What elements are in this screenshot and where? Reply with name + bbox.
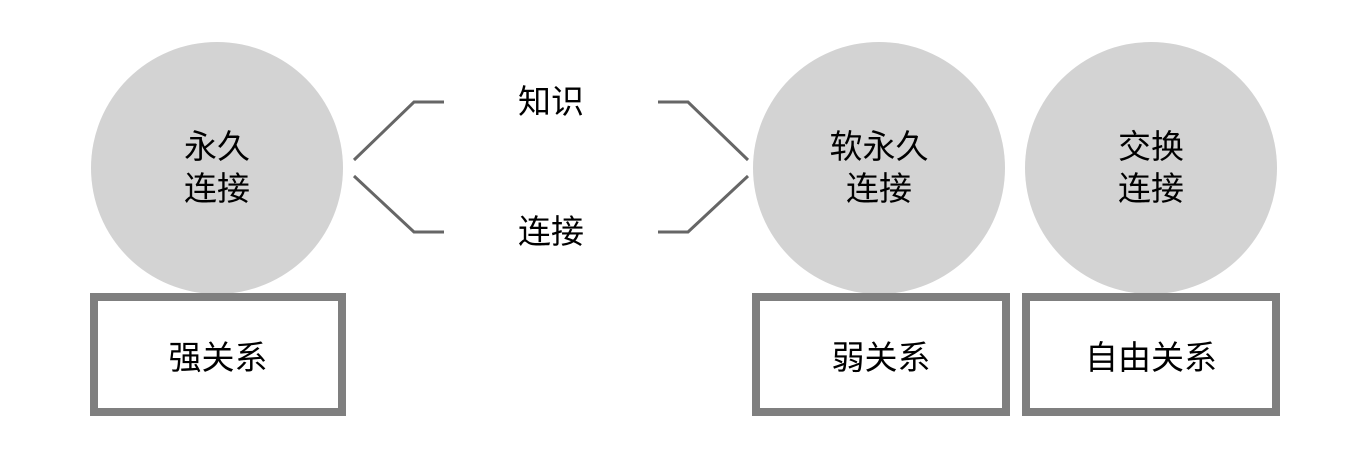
free-relation-box: 自由关系 (1022, 293, 1280, 416)
semi-permanent-connection-circle: 软永久 连接 (753, 42, 1005, 294)
connection-label: 连接 (518, 212, 584, 251)
right-lower-bracket (658, 174, 750, 234)
box-label: 自由关系 (1085, 337, 1217, 377)
circle-label-line1: 软永久 (829, 127, 929, 166)
circle-label-line1: 永久 (184, 127, 250, 166)
exchange-connection-circle: 交换 连接 (1025, 42, 1277, 294)
left-upper-bracket (352, 100, 444, 162)
circle-label-line2: 连接 (184, 169, 250, 208)
box-label: 强关系 (168, 337, 268, 377)
box-label: 弱关系 (831, 337, 931, 377)
permanent-connection-circle: 永久 连接 (91, 42, 343, 294)
circle-label-line2: 连接 (846, 169, 912, 208)
left-lower-bracket (352, 174, 444, 234)
circle-label-line2: 连接 (1118, 169, 1184, 208)
right-upper-bracket (658, 100, 750, 162)
knowledge-label: 知识 (518, 82, 584, 121)
circle-label-line1: 交换 (1118, 127, 1184, 166)
weak-relation-box: 弱关系 (752, 293, 1010, 416)
strong-relation-box: 强关系 (90, 293, 346, 416)
